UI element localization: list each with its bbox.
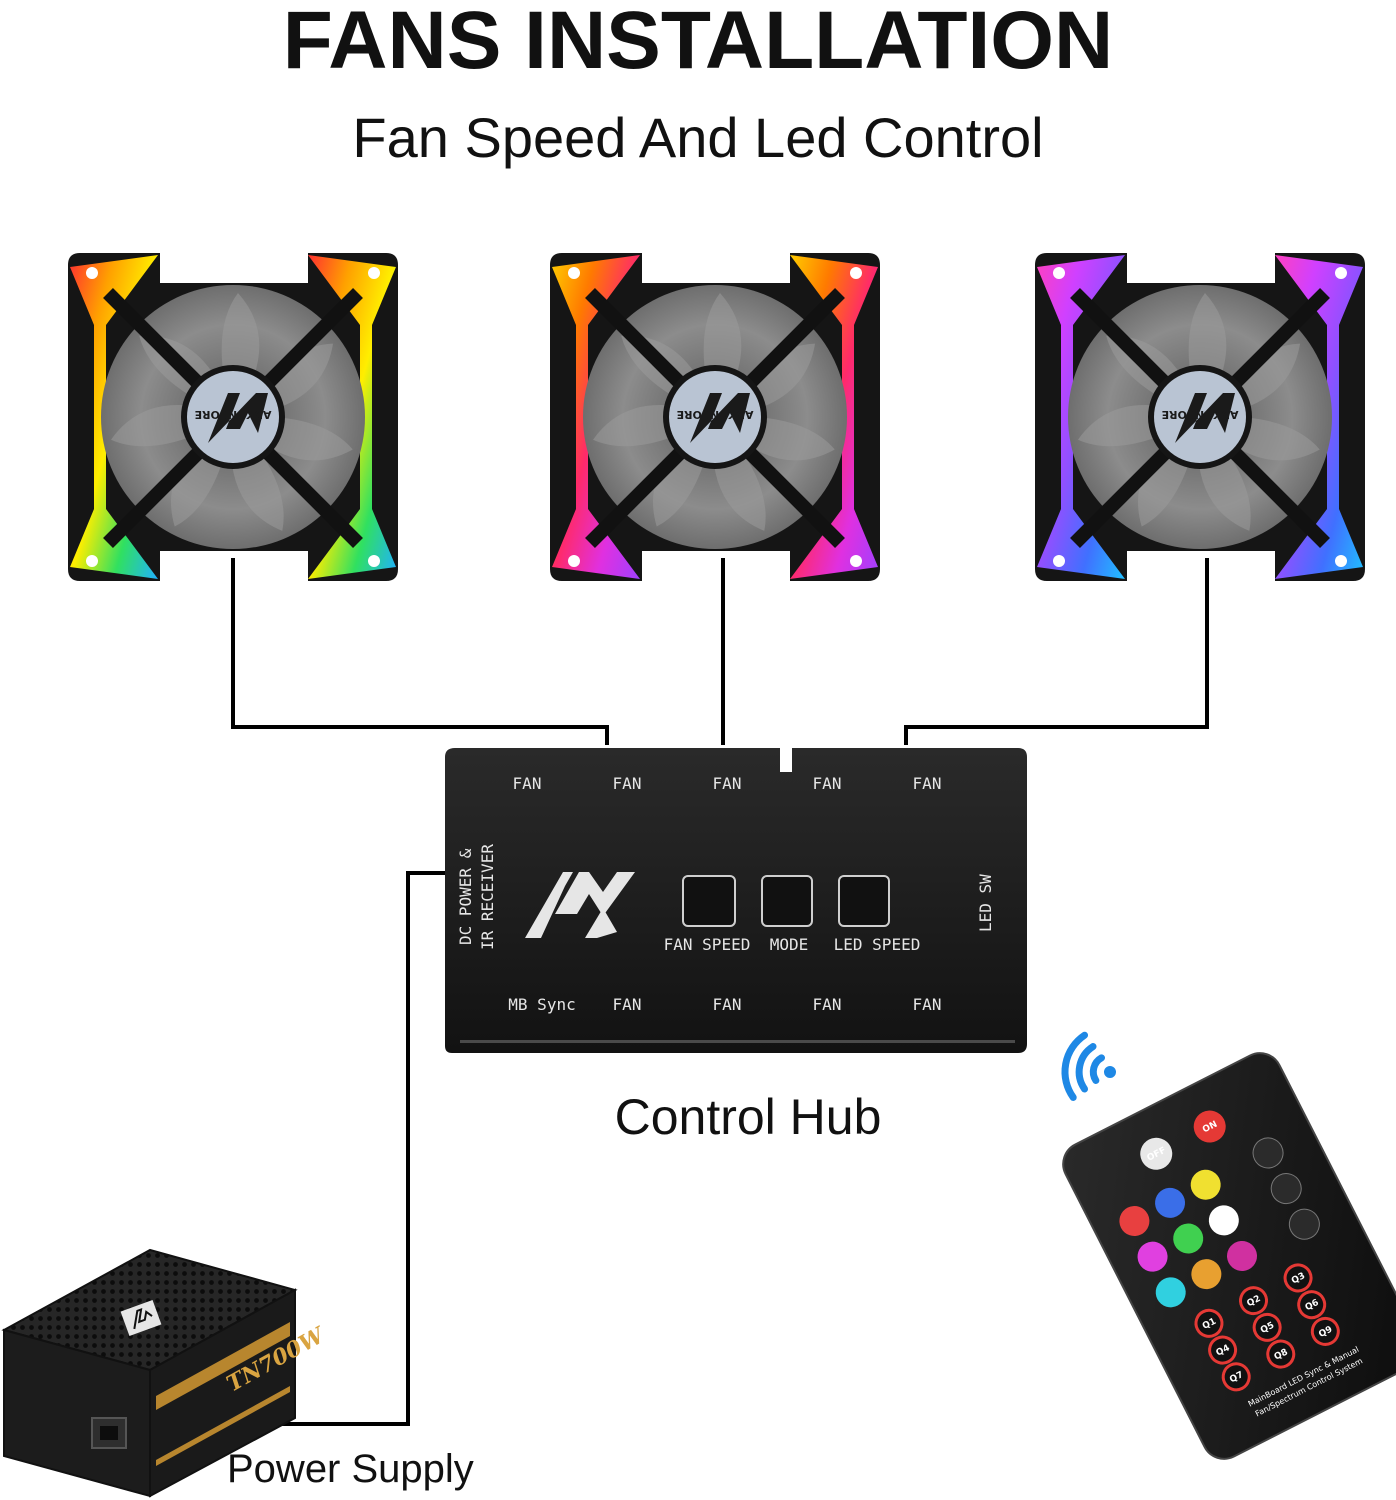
remote-control-button[interactable]	[1284, 1204, 1324, 1244]
hub-bottom-ports: MB Sync FAN FAN FAN FAN	[508, 995, 941, 1014]
hub-port-label: FAN	[513, 774, 542, 793]
remote-number-button[interactable]	[1250, 1310, 1285, 1345]
hub-port-label: MB Sync	[508, 995, 575, 1014]
remote-color-button[interactable]	[1204, 1200, 1244, 1240]
fan-screw-hole	[568, 555, 580, 567]
fan-screw-hole	[1335, 267, 1347, 279]
abkoncore-logo-icon	[208, 393, 268, 443]
hub-port-label: FAN	[713, 995, 742, 1014]
hub-led-switch-label: LED SW	[976, 874, 995, 932]
hub-buttons: FAN SPEED MODE LED SPEED	[664, 875, 921, 954]
hub-port-label: FAN	[913, 774, 942, 793]
hub-port-label: FAN	[613, 774, 642, 793]
remote-color-button[interactable]	[1150, 1183, 1190, 1223]
hub-port-label: FAN	[913, 995, 942, 1014]
fan-led-strip-left	[552, 255, 640, 579]
abkoncore-logo-icon	[1175, 393, 1235, 443]
fan-screw-hole	[368, 267, 380, 279]
abkoncore-logo-icon	[525, 872, 635, 938]
wireless-signal-icon	[1061, 1031, 1116, 1101]
wire-fan-1	[231, 558, 609, 745]
fan-screw-hole	[1053, 267, 1065, 279]
remote-on-button[interactable]	[1188, 1105, 1231, 1148]
fan-screw-hole	[86, 555, 98, 567]
remote-color-button[interactable]	[1222, 1236, 1262, 1276]
fan-screw-hole	[368, 555, 380, 567]
psu-logo-badge	[120, 1299, 162, 1337]
remote-number-button[interactable]	[1205, 1333, 1240, 1368]
page-title: FANS INSTALLATION	[283, 0, 1114, 86]
fan-led-strip-left	[70, 255, 158, 579]
remote-number-button[interactable]	[1294, 1287, 1329, 1322]
hub-dc-power-label: DC POWER &	[456, 848, 475, 945]
rgb-fan-3: ABKONCORE	[1035, 253, 1365, 581]
remote-body	[1062, 1052, 1396, 1460]
hub-port-label: FAN	[813, 995, 842, 1014]
hub-top-ports: FAN FAN FAN FAN FAN	[513, 774, 942, 793]
fan-speed-label: FAN SPEED	[664, 935, 751, 954]
fan-led-strip-left	[1037, 255, 1125, 579]
remote-color-button[interactable]	[1132, 1237, 1172, 1277]
fan-screw-hole	[1335, 555, 1347, 567]
fan-led-strip-right	[790, 255, 878, 579]
fan-brand-label: ABKONCORE	[195, 408, 272, 421]
fan-screw-hole	[86, 267, 98, 279]
control-hub-caption: Control Hub	[615, 1089, 882, 1145]
wires	[231, 558, 1209, 1426]
abkoncore-logo-icon	[690, 393, 750, 443]
remote-color-button[interactable]	[1186, 1165, 1226, 1205]
fan-screw-hole	[568, 267, 580, 279]
page-subtitle: Fan Speed And Led Control	[352, 106, 1043, 169]
remote-color-button[interactable]	[1151, 1272, 1191, 1312]
hub-port-label: FAN	[713, 774, 742, 793]
remote-color-button[interactable]	[1186, 1254, 1226, 1294]
fan-speed-button[interactable]	[682, 875, 736, 927]
fan-led-strip-right	[308, 255, 396, 579]
fan-screw-hole	[850, 267, 862, 279]
rgb-fan-2: ABKONCORE	[550, 253, 880, 581]
remote-number-button[interactable]	[1219, 1359, 1254, 1394]
control-hub: FAN FAN FAN FAN FAN MB Sync FAN FAN FAN …	[445, 748, 1027, 1053]
remote-color-button[interactable]	[1114, 1201, 1154, 1241]
fan-brand-label: ABKONCORE	[677, 408, 754, 421]
fan-led-strip-right	[1275, 255, 1363, 579]
wire-fan-3	[904, 558, 1209, 745]
fan-screw-hole	[850, 555, 862, 567]
rgb-fan-1: ABKONCORE	[68, 253, 398, 581]
power-supply-caption: Power Supply	[227, 1447, 474, 1491]
hub-ir-receiver-label: IR RECEIVER	[478, 844, 497, 950]
mode-label: MODE	[770, 935, 809, 954]
remote-off-button[interactable]	[1135, 1132, 1178, 1175]
remote-number-button[interactable]	[1263, 1337, 1298, 1372]
psu-gold-trim	[156, 1322, 290, 1410]
remote-control-button[interactable]	[1248, 1133, 1288, 1173]
remote-control-button[interactable]	[1266, 1168, 1306, 1208]
hub-port-label: FAN	[813, 774, 842, 793]
mode-button[interactable]	[761, 875, 813, 927]
hub-edge-highlight	[460, 1040, 1015, 1043]
wire-power-supply	[260, 871, 445, 1426]
remote-number-button[interactable]	[1236, 1283, 1271, 1318]
remote-number-button[interactable]	[1191, 1306, 1226, 1341]
fan-brand-label: ABKONCORE	[1162, 408, 1239, 421]
remote-number-button[interactable]	[1281, 1260, 1316, 1295]
power-socket-icon	[91, 1417, 127, 1449]
fans-row: ABKONCORE ABKONCORE ABKONCORE	[68, 253, 1365, 581]
led-speed-label: LED SPEED	[834, 935, 921, 954]
fan-screw-hole	[1053, 555, 1065, 567]
remote-number-button[interactable]	[1308, 1314, 1343, 1349]
hub-port-label: FAN	[613, 995, 642, 1014]
remote-color-button[interactable]	[1168, 1218, 1208, 1258]
led-speed-button[interactable]	[838, 875, 890, 927]
psu-gold-trim-lower	[156, 1386, 290, 1466]
